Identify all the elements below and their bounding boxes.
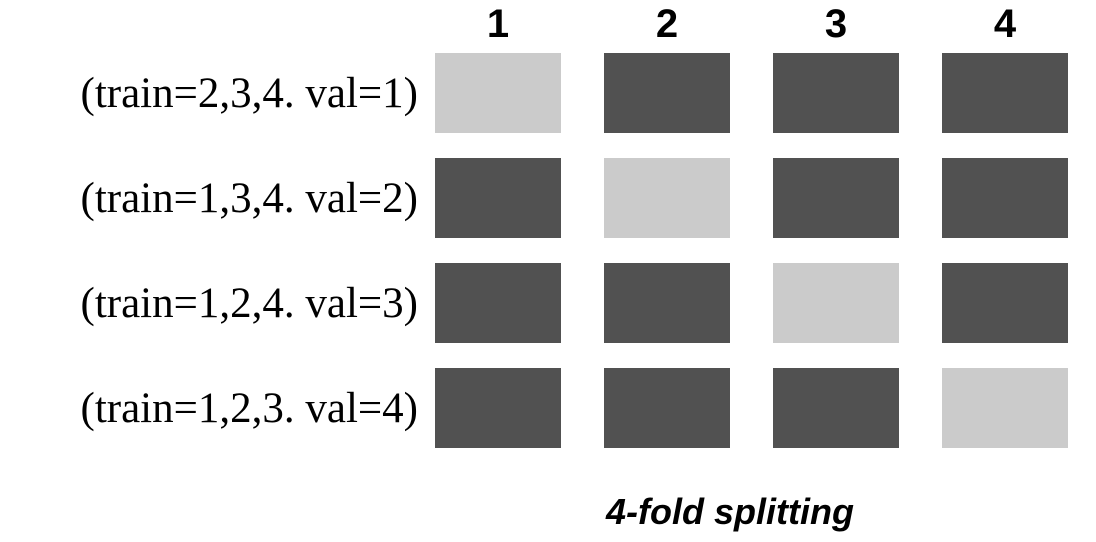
column-header-fold-3: 3	[824, 2, 848, 46]
header-track-3: 3	[773, 0, 942, 48]
row-label-val-1: (train=2,3,4. val=1)	[80, 69, 418, 117]
fold-row-2: (train=1,3,4. val=2)	[0, 158, 1096, 238]
column-header-fold-1: 1	[486, 2, 510, 46]
fold-cell	[604, 158, 730, 238]
column-header-fold-4: 4	[993, 2, 1017, 46]
header-track-4: 4	[942, 0, 1096, 48]
fold-cell	[942, 158, 1068, 238]
fold-cell	[942, 368, 1068, 448]
column-header-fold-2: 2	[655, 2, 679, 46]
caption: 4-fold splitting	[606, 491, 854, 532]
row-label-val-4: (train=1,2,3. val=4)	[80, 384, 418, 432]
fold-rows: (train=2,3,4. val=1) (train=1,3,4. val=2…	[0, 53, 1096, 448]
fold-row-3: (train=1,2,4. val=3)	[0, 263, 1096, 343]
fold-cell	[604, 368, 730, 448]
fold-row-4: (train=1,2,3. val=4)	[0, 368, 1096, 448]
fold-cell	[435, 368, 561, 448]
fold-cell	[942, 53, 1068, 133]
column-header-row: 1 2 3 4	[0, 0, 1096, 53]
fold-cell	[773, 263, 899, 343]
header-track-2: 2	[604, 0, 773, 48]
fold-cell	[604, 263, 730, 343]
row-label-val-3: (train=1,2,4. val=3)	[80, 279, 418, 327]
fold-cell	[773, 368, 899, 448]
fold-cell	[604, 53, 730, 133]
row-label-val-2: (train=1,3,4. val=2)	[80, 174, 418, 222]
fold-cell	[942, 263, 1068, 343]
fold-row-1: (train=2,3,4. val=1)	[0, 53, 1096, 133]
fold-cell	[773, 53, 899, 133]
fold-cell	[435, 53, 561, 133]
fold-cell	[435, 263, 561, 343]
fold-cell	[773, 158, 899, 238]
header-track-1: 1	[435, 0, 604, 48]
fold-cell	[435, 158, 561, 238]
